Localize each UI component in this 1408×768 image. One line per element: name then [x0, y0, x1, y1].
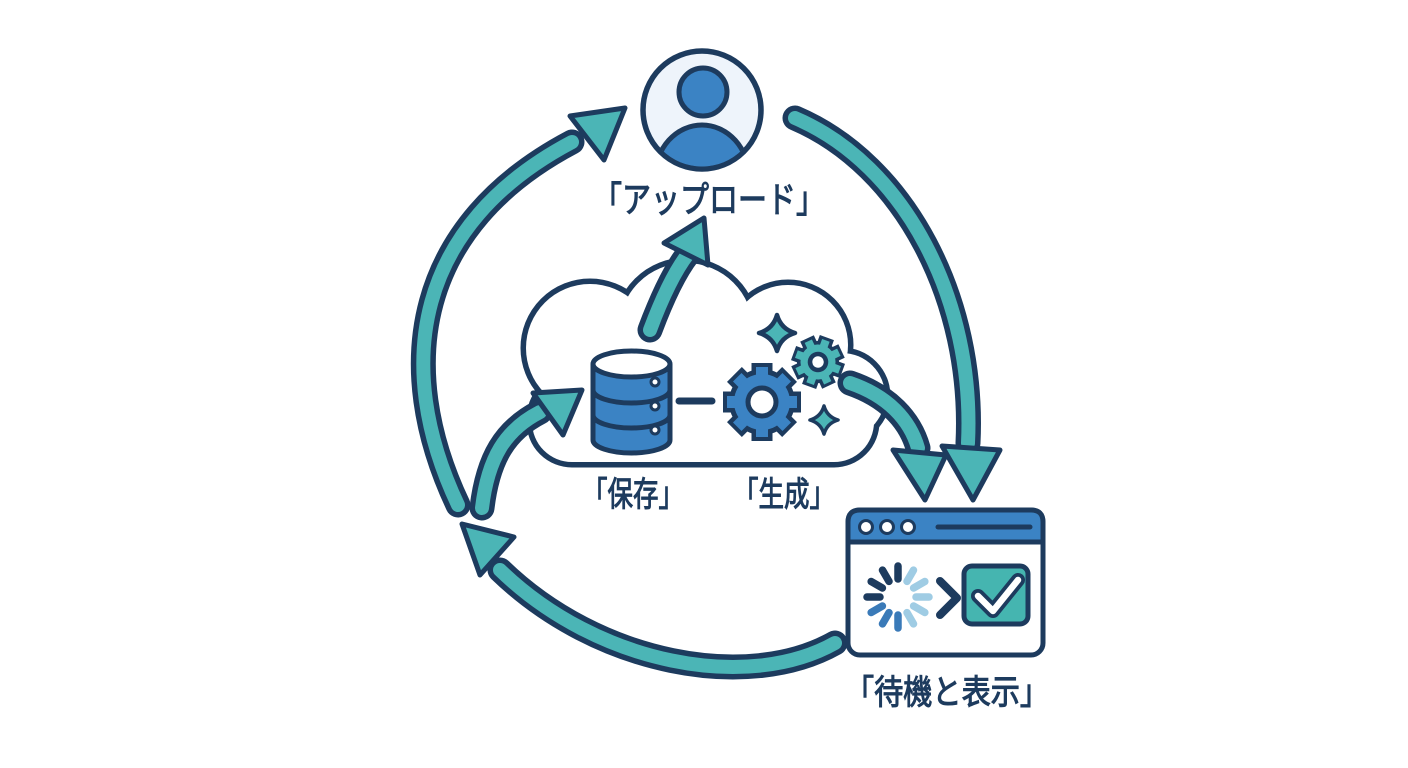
label-wait-display: 「待機と表示」: [845, 674, 1049, 712]
arrow-cloud-to-upload-icon: [637, 215, 711, 343]
arrow-cloud-to-browser-icon: [837, 370, 949, 503]
label-upload: 「アップロード」: [593, 179, 825, 220]
label-generate: 「生成」: [733, 476, 835, 514]
arrow-user-to-browser-icon: [782, 105, 1003, 503]
window-dot-icon: [900, 519, 916, 535]
label-save: 「保存」: [582, 476, 684, 514]
arrow-into-cloud-icon: [469, 387, 585, 521]
window-dot-icon: [858, 519, 874, 535]
arrow-browser-to-left-icon: [459, 521, 848, 680]
arrow-left-to-user-icon: [410, 105, 628, 518]
gear-small-icon: [791, 335, 845, 389]
cycle-arrows: [410, 105, 1003, 680]
sparkle-icon: [756, 312, 798, 354]
gear-large-icon: [723, 363, 801, 441]
database-icon: [590, 348, 673, 456]
sparkle-icon: [808, 404, 840, 436]
user-icon: [640, 48, 764, 172]
chevron-right-icon: [936, 577, 961, 619]
checkmark-icon: [961, 563, 1031, 627]
spinner-icon: [863, 562, 933, 632]
browser-window-icon: [845, 507, 1046, 658]
window-dot-icon: [879, 519, 895, 535]
